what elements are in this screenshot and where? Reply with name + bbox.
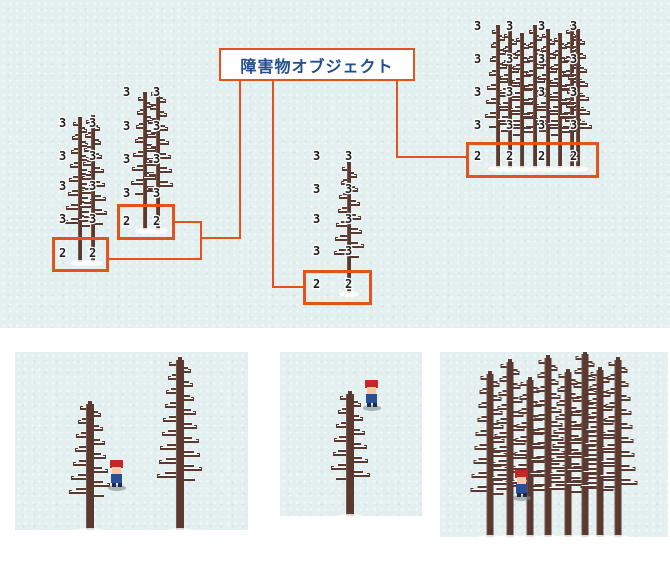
preview-single-tree-scene — [331, 380, 381, 516]
pair-middle-tile-number: 2 — [153, 214, 160, 228]
cluster-right-tile-number: 3 — [570, 19, 577, 33]
pair-middle-tile-number: 3 — [153, 152, 160, 166]
cluster-right-tile-number: 3 — [570, 52, 577, 66]
pair-left-tile-number: 3 — [59, 212, 66, 226]
pair-left-tile-number: 3 — [59, 149, 66, 163]
pair-left-tile-number: 2 — [59, 246, 66, 260]
cluster-right-tile-number: 3 — [538, 118, 545, 132]
cluster-right-tile-number: 3 — [570, 118, 577, 132]
cluster-right-tile-number: 3 — [570, 85, 577, 99]
single-center-tile-number: 3 — [345, 182, 352, 196]
pair-middle-tile-number: 3 — [123, 85, 130, 99]
pair-left-tile-number: 3 — [89, 212, 96, 226]
pair-middle-tile-number: 3 — [123, 119, 130, 133]
preview-tree-right — [157, 356, 202, 530]
cluster-right-tile-number: 3 — [506, 52, 513, 66]
pair-left-tile-number: 3 — [59, 116, 66, 130]
highlight-cluster-right — [466, 142, 599, 178]
preview-cluster-tree-4 — [529, 354, 568, 537]
connector-line-single-center — [272, 81, 303, 288]
single-center-tile-number: 3 — [313, 182, 320, 196]
pair-left-tile-number: 3 — [59, 179, 66, 193]
preview-single-tree — [280, 352, 422, 516]
preview-cluster-tree-3 — [511, 376, 550, 537]
cluster-right-tile-number: 3 — [538, 52, 545, 66]
tree-layer: 3 3 3 3 2 3 3 3 3 2 3 3 3 3 2 3 3 3 3 2 3 3 3 3 2 3 3 3 3 2 3 3 3 3 2 3 3 3 3 2… — [58, 18, 592, 297]
single-center-tile-number: 3 — [345, 244, 352, 258]
cluster-right-tile-number: 3 — [474, 19, 481, 33]
connector-line-pair-left — [108, 238, 202, 260]
single-center-tile-number: 3 — [345, 212, 352, 226]
cluster-right-tile-number: 3 — [506, 19, 513, 33]
connector-line-cluster-right — [396, 81, 467, 158]
preview-two-trees-scene — [69, 356, 202, 530]
preview-tree-left — [69, 400, 110, 530]
hero-sprite — [363, 380, 381, 411]
pair-left-tile-number: 3 — [89, 179, 96, 193]
preview-two-trees — [15, 352, 248, 530]
preview-cluster-tree-1 — [470, 370, 509, 537]
cluster-right-tile-number: 3 — [538, 85, 545, 99]
pair-middle-tile-number: 3 — [123, 186, 130, 200]
connector-line-pair-middle — [175, 81, 241, 239]
single-center-tile-number: 3 — [313, 149, 320, 163]
single-center-tile-number: 3 — [313, 212, 320, 226]
preview-cluster-tree-8 — [599, 356, 638, 537]
tree-single-center — [334, 161, 364, 297]
pair-left-tile-number: 3 — [89, 149, 96, 163]
tree-pair-left-b — [78, 114, 107, 266]
hero-sprite — [513, 470, 531, 501]
map-editor-canvas[interactable]: 3 3 3 3 2 3 3 3 3 2 3 3 3 3 2 3 3 3 3 2 3 3 3 3 2 3 3 3 3 2 3 3 3 3 2 3 3 3 3 2… — [0, 0, 670, 328]
cluster-right-tile-number: 3 — [474, 52, 481, 66]
pair-left-tile-number: 2 — [89, 246, 96, 260]
cluster-right-tile-number: 3 — [506, 85, 513, 99]
preview-cluster-tree-7 — [580, 366, 619, 537]
pair-middle-tile-number: 3 — [123, 152, 130, 166]
hero-sprite — [108, 460, 126, 491]
preview-tree-cluster-scene — [470, 352, 638, 537]
cluster-right-tile-number: 3 — [474, 85, 481, 99]
pair-middle-tile-number: 3 — [153, 119, 160, 133]
pair-middle-tile-number: 3 — [153, 85, 160, 99]
single-center-tile-number: 3 — [345, 149, 352, 163]
cluster-right-tile-number: 2 — [474, 149, 481, 163]
cluster-right-tile-number: 2 — [538, 149, 545, 163]
tree-cluster-right-8 — [565, 28, 592, 172]
pair-left-tile-number: 3 — [89, 116, 96, 130]
preview-tree-single — [331, 390, 370, 516]
obstacle-object-label: 障害物オブジェクト — [219, 48, 415, 81]
cluster-right-tile-number: 2 — [570, 149, 577, 163]
cluster-right-tile-number: 3 — [506, 118, 513, 132]
highlight-pair-middle — [117, 204, 175, 240]
preview-tree-cluster — [440, 352, 668, 537]
pair-middle-tile-number: 2 — [123, 214, 130, 228]
single-center-tile-number: 2 — [313, 277, 320, 291]
highlight-pair-left — [52, 237, 109, 272]
cluster-right-tile-number: 2 — [506, 149, 513, 163]
single-center-tile-number: 2 — [345, 277, 352, 291]
cluster-right-tile-number: 3 — [538, 19, 545, 33]
cluster-right-tile-number: 3 — [474, 118, 481, 132]
highlight-single-center — [303, 270, 372, 305]
pair-middle-tile-number: 3 — [153, 186, 160, 200]
tree-pair-middle-b — [143, 86, 173, 234]
single-center-tile-number: 3 — [313, 244, 320, 258]
